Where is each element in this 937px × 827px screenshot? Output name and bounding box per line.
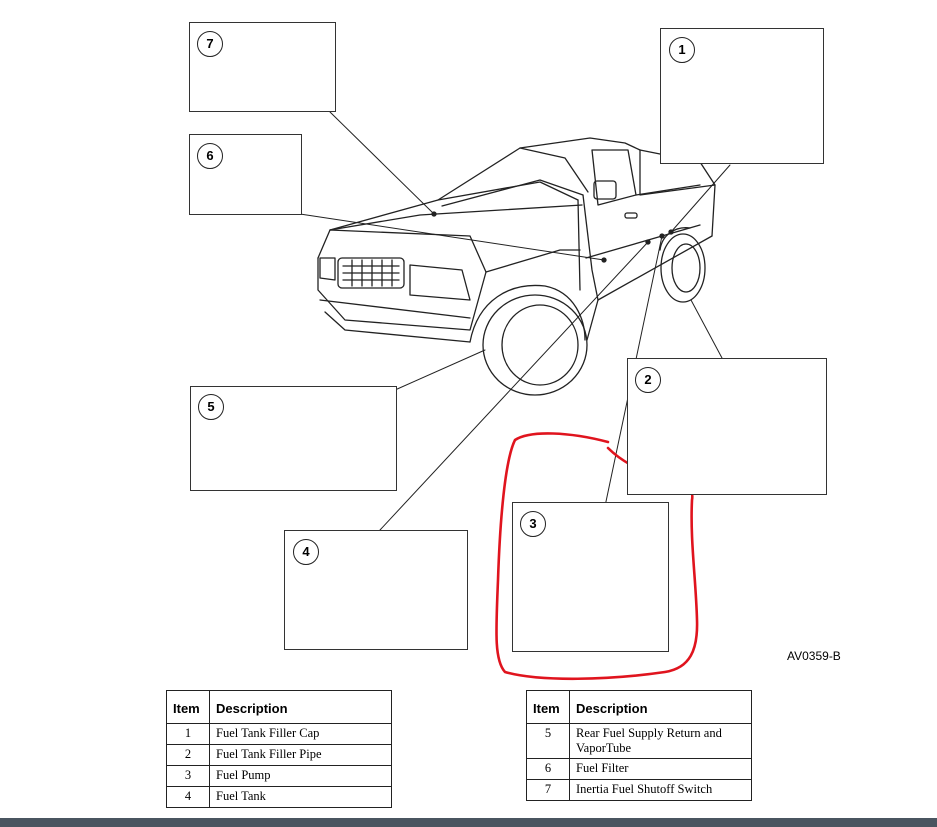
panel-fuel-pump: 3	[512, 502, 669, 652]
item-number: 2	[166, 744, 210, 766]
table-header-row: Item Description	[526, 690, 752, 724]
table-row: 6 Fuel Filter	[526, 758, 752, 780]
callout-7: 7	[197, 31, 223, 57]
header-description: Description	[569, 690, 752, 724]
item-description: Fuel Tank	[209, 786, 392, 808]
item-description: Fuel Pump	[209, 765, 392, 787]
item-description: Fuel Tank Filler Cap	[209, 723, 392, 745]
bottom-edge-bar	[0, 818, 937, 827]
figure-code: AV0359-B	[787, 649, 841, 663]
callout-1: 1	[669, 37, 695, 63]
legend-table-right: Item Description 5 Rear Fuel Supply Retu…	[526, 690, 752, 801]
panel-fuel-filter: 6	[189, 134, 302, 215]
pickup-truck-illustration	[317, 137, 716, 396]
item-number: 1	[166, 723, 210, 745]
table-row: 1 Fuel Tank Filler Cap	[166, 723, 392, 745]
item-number: 6	[526, 758, 570, 780]
item-description: Rear Fuel Supply Return and VaporTube	[569, 723, 752, 759]
item-number: 3	[166, 765, 210, 787]
callout-4: 4	[293, 539, 319, 565]
table-header-row: Item Description	[166, 690, 392, 724]
item-description: Fuel Filter	[569, 758, 752, 780]
table-row: 2 Fuel Tank Filler Pipe	[166, 744, 392, 766]
callout-2: 2	[635, 367, 661, 393]
item-number: 7	[526, 779, 570, 801]
legend-table-left: Item Description 1 Fuel Tank Filler Cap …	[166, 690, 392, 808]
item-description: Inertia Fuel Shutoff Switch	[569, 779, 752, 801]
table-row: 5 Rear Fuel Supply Return and VaporTube	[526, 723, 752, 759]
panel-filler-pipe: 2	[627, 358, 827, 495]
panel-inertia-switch: 7	[189, 22, 336, 112]
header-item: Item	[526, 690, 570, 724]
table-row: 3 Fuel Pump	[166, 765, 392, 787]
callout-6: 6	[197, 143, 223, 169]
panel-filler-cap: 1	[660, 28, 824, 164]
table-row: 4 Fuel Tank	[166, 786, 392, 808]
table-row: 7 Inertia Fuel Shutoff Switch	[526, 779, 752, 801]
header-description: Description	[209, 690, 392, 724]
panel-fuel-lines: 5	[190, 386, 397, 491]
panel-fuel-tank: 4	[284, 530, 468, 650]
item-number: 5	[526, 723, 570, 759]
item-number: 4	[166, 786, 210, 808]
callout-3: 3	[520, 511, 546, 537]
item-description: Fuel Tank Filler Pipe	[209, 744, 392, 766]
callout-5: 5	[198, 394, 224, 420]
header-item: Item	[166, 690, 210, 724]
leader-lines	[299, 111, 731, 531]
